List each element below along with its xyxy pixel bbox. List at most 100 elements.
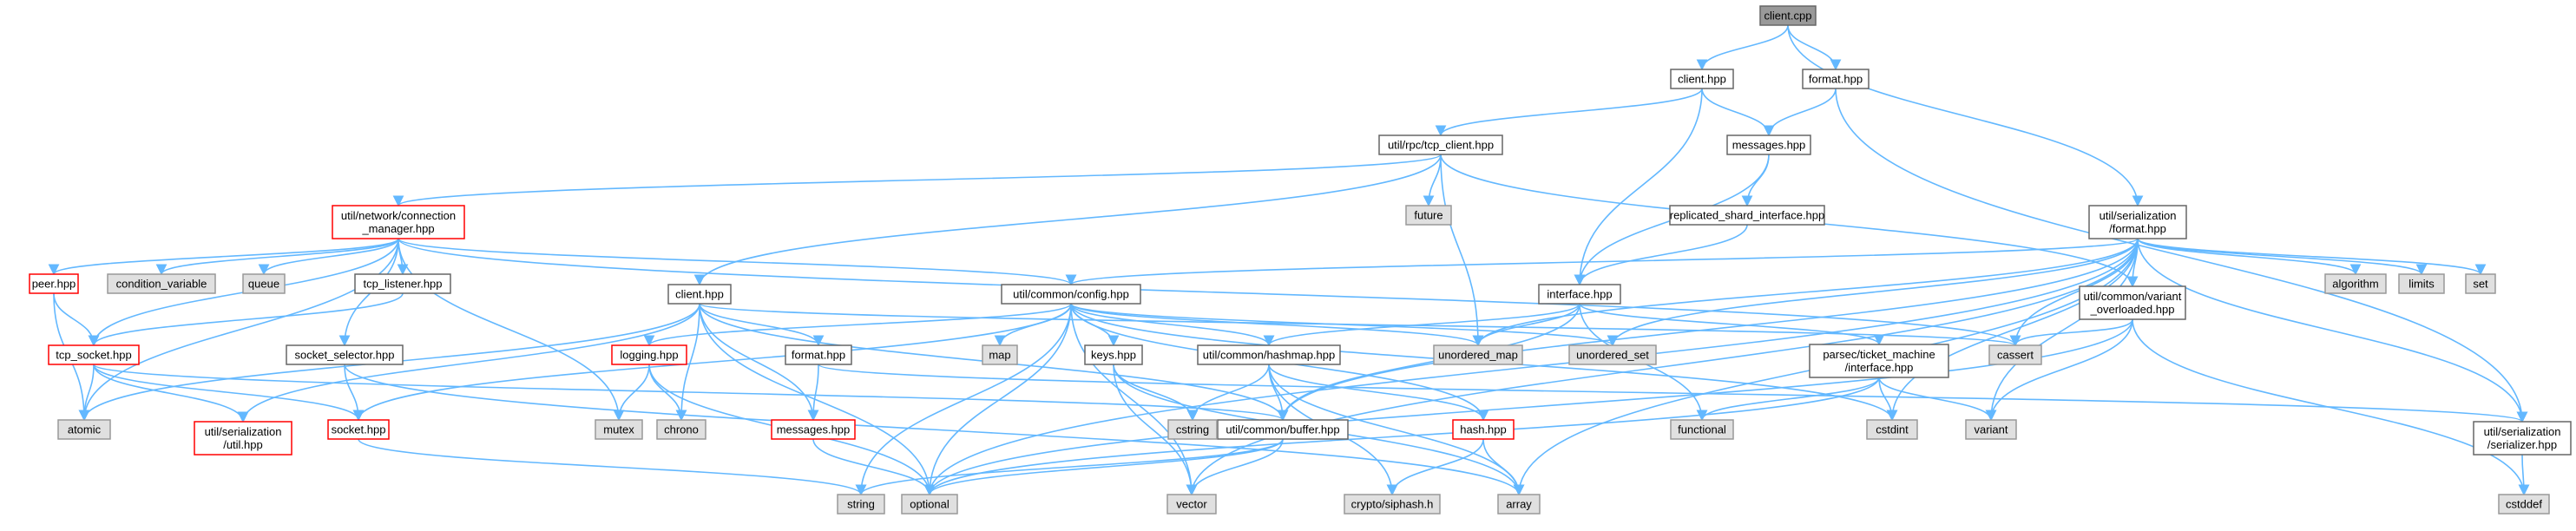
node-label: /format.hpp (2109, 222, 2166, 235)
node-label: peer.hpp (32, 278, 76, 291)
node-label: optional (910, 498, 950, 511)
edge-conn_mgr-to-peer (48, 238, 399, 276)
node-label: format.hpp (792, 349, 845, 362)
node-format_hpp_top[interactable]: format.hpp (1802, 69, 1870, 89)
node-buffer[interactable]: util/common/buffer.hpp (1217, 419, 1349, 440)
node-tcp_socket[interactable]: tcp_socket.hpp (48, 344, 140, 365)
node-variant_ov[interactable]: util/common/variant_overloaded.hpp (2079, 285, 2186, 320)
node-peer[interactable]: peer.hpp (29, 273, 79, 294)
node-client_cpp[interactable]: client.cpp (1759, 5, 1817, 26)
node-client_hpp_mid[interactable]: client.hpp (667, 284, 732, 305)
node-box (48, 344, 140, 365)
edge-hash-to-siphash (1386, 438, 1484, 496)
node-socket[interactable]: socket.hpp (327, 419, 390, 440)
node-label: cstdint (1876, 423, 1909, 436)
node-label: cstddef (2506, 498, 2542, 511)
node-ticket[interactable]: parsec/ticket_machine/interface.hpp (1809, 344, 1949, 378)
node-cstring[interactable]: cstring (1167, 419, 1218, 440)
node-ser_util[interactable]: util/serialization/util.hpp (194, 421, 292, 456)
node-cstdint[interactable]: cstdint (1866, 419, 1918, 440)
node-atomic[interactable]: atomic (57, 419, 111, 440)
node-vector[interactable]: vector (1166, 494, 1217, 515)
node-map[interactable]: map (982, 344, 1018, 365)
edge-config-to-hashmap (1070, 303, 1275, 347)
node-client_hpp_top[interactable]: client.hpp (1670, 69, 1734, 89)
edge-conn_mgr-to-cassert (398, 238, 2021, 347)
node-box (1670, 419, 1734, 440)
node-box (1084, 344, 1143, 365)
node-box (2465, 273, 2496, 294)
node-label: atomic (68, 423, 102, 436)
node-tcp_client[interactable]: util/rpc/tcp_client.hpp (1378, 134, 1503, 155)
edge-interface-to-hashmap (1263, 303, 1580, 347)
node-variant[interactable]: variant (1965, 419, 2017, 440)
node-messages_mid[interactable]: messages.hpp (771, 419, 856, 440)
node-cstddef[interactable]: cstddef (2498, 494, 2550, 515)
node-config[interactable]: util/common/config.hpp (1001, 284, 1141, 305)
node-hashmap[interactable]: util/common/hashmap.hpp (1197, 344, 1341, 365)
node-interface[interactable]: interface.hpp (1538, 284, 1621, 305)
node-mutex[interactable]: mutex (595, 419, 643, 440)
node-socket_selector[interactable]: socket_selector.hpp (286, 344, 404, 365)
edge-variant_ov-to-cstddef (2132, 318, 2530, 496)
node-limits[interactable]: limits (2398, 273, 2445, 294)
node-keys[interactable]: keys.hpp (1084, 344, 1143, 365)
node-future[interactable]: future (1405, 205, 1452, 226)
edge-buffer-to-string (855, 438, 1284, 496)
node-box (242, 273, 286, 294)
node-format_hpp_mid[interactable]: format.hpp (785, 344, 852, 365)
node-label: string (847, 498, 875, 511)
node-box (1378, 134, 1503, 155)
node-hash[interactable]: hash.hpp (1452, 419, 1515, 440)
node-layer: client.cpp client.hpp format.hpp util/rpc/t… (29, 5, 2572, 515)
node-functional[interactable]: functional (1670, 419, 1734, 440)
node-box (785, 344, 852, 365)
node-messages_top[interactable]: messages.hpp (1726, 134, 1811, 155)
node-box (1965, 419, 2017, 440)
edge-config-to-logging (643, 303, 1072, 347)
node-box (656, 419, 706, 440)
node-cassert[interactable]: cassert (1988, 344, 2042, 365)
node-unordered_map[interactable]: unordered_map (1433, 344, 1523, 365)
edge-conn_mgr-to-atomic (78, 238, 399, 422)
node-serializer[interactable]: util/serialization/serializer.hpp (2473, 421, 2572, 456)
edge-conn_mgr-to-config (398, 238, 1077, 286)
node-replicated[interactable]: replicated_shard_interface.hpp (1669, 205, 1825, 226)
edge-client_hpp_top-to-messages_top (1701, 88, 1775, 137)
node-logging[interactable]: logging.hpp (611, 344, 687, 365)
node-chrono[interactable]: chrono (656, 419, 706, 440)
node-unordered_set[interactable]: unordered_set (1568, 344, 1657, 365)
node-label: util/rpc/tcp_client.hpp (1388, 139, 1494, 152)
node-label: util/common/config.hpp (1013, 288, 1129, 301)
edge-socket-to-string (358, 438, 867, 496)
edge-config-to-unordered_set (1070, 303, 1619, 347)
node-siphash[interactable]: crypto/siphash.h (1344, 494, 1441, 515)
node-array[interactable]: array (1497, 494, 1541, 515)
edge-logging-to-mutex (613, 364, 650, 422)
node-box (332, 205, 465, 239)
edge-ser_format-to-limits (2137, 238, 2428, 276)
edge-client_hpp_mid-to-chrono (675, 303, 700, 422)
node-algorithm[interactable]: algorithm (2324, 273, 2387, 294)
node-label: future (1414, 209, 1442, 222)
node-label: util/serialization (205, 425, 282, 438)
node-tcp_listener[interactable]: tcp_listener.hpp (354, 273, 451, 294)
node-string[interactable]: string (837, 494, 885, 515)
node-label: mutex (603, 423, 634, 436)
node-optional[interactable]: optional (901, 494, 958, 515)
edge-tcp_socket-to-socket (93, 364, 365, 422)
node-label: interface.hpp (1547, 288, 1612, 301)
node-label: client.cpp (1764, 10, 1812, 23)
node-cond_var[interactable]: condition_variable (107, 273, 216, 294)
node-label: vector (1176, 498, 1207, 511)
node-queue[interactable]: queue (242, 273, 286, 294)
node-label: algorithm (2332, 278, 2378, 291)
node-set[interactable]: set (2465, 273, 2496, 294)
node-label: crypto/siphash.h (1351, 498, 1434, 511)
node-ser_format[interactable]: util/serialization/format.hpp (2088, 205, 2187, 239)
edge-serializer-to-cstddef (2518, 454, 2530, 496)
edge-conn_mgr-to-queue (258, 238, 399, 276)
node-conn_mgr[interactable]: util/network/connection_manager.hpp (332, 205, 465, 239)
node-box (1001, 284, 1141, 305)
edge-tcp_client-to-conn_mgr (393, 154, 1442, 207)
